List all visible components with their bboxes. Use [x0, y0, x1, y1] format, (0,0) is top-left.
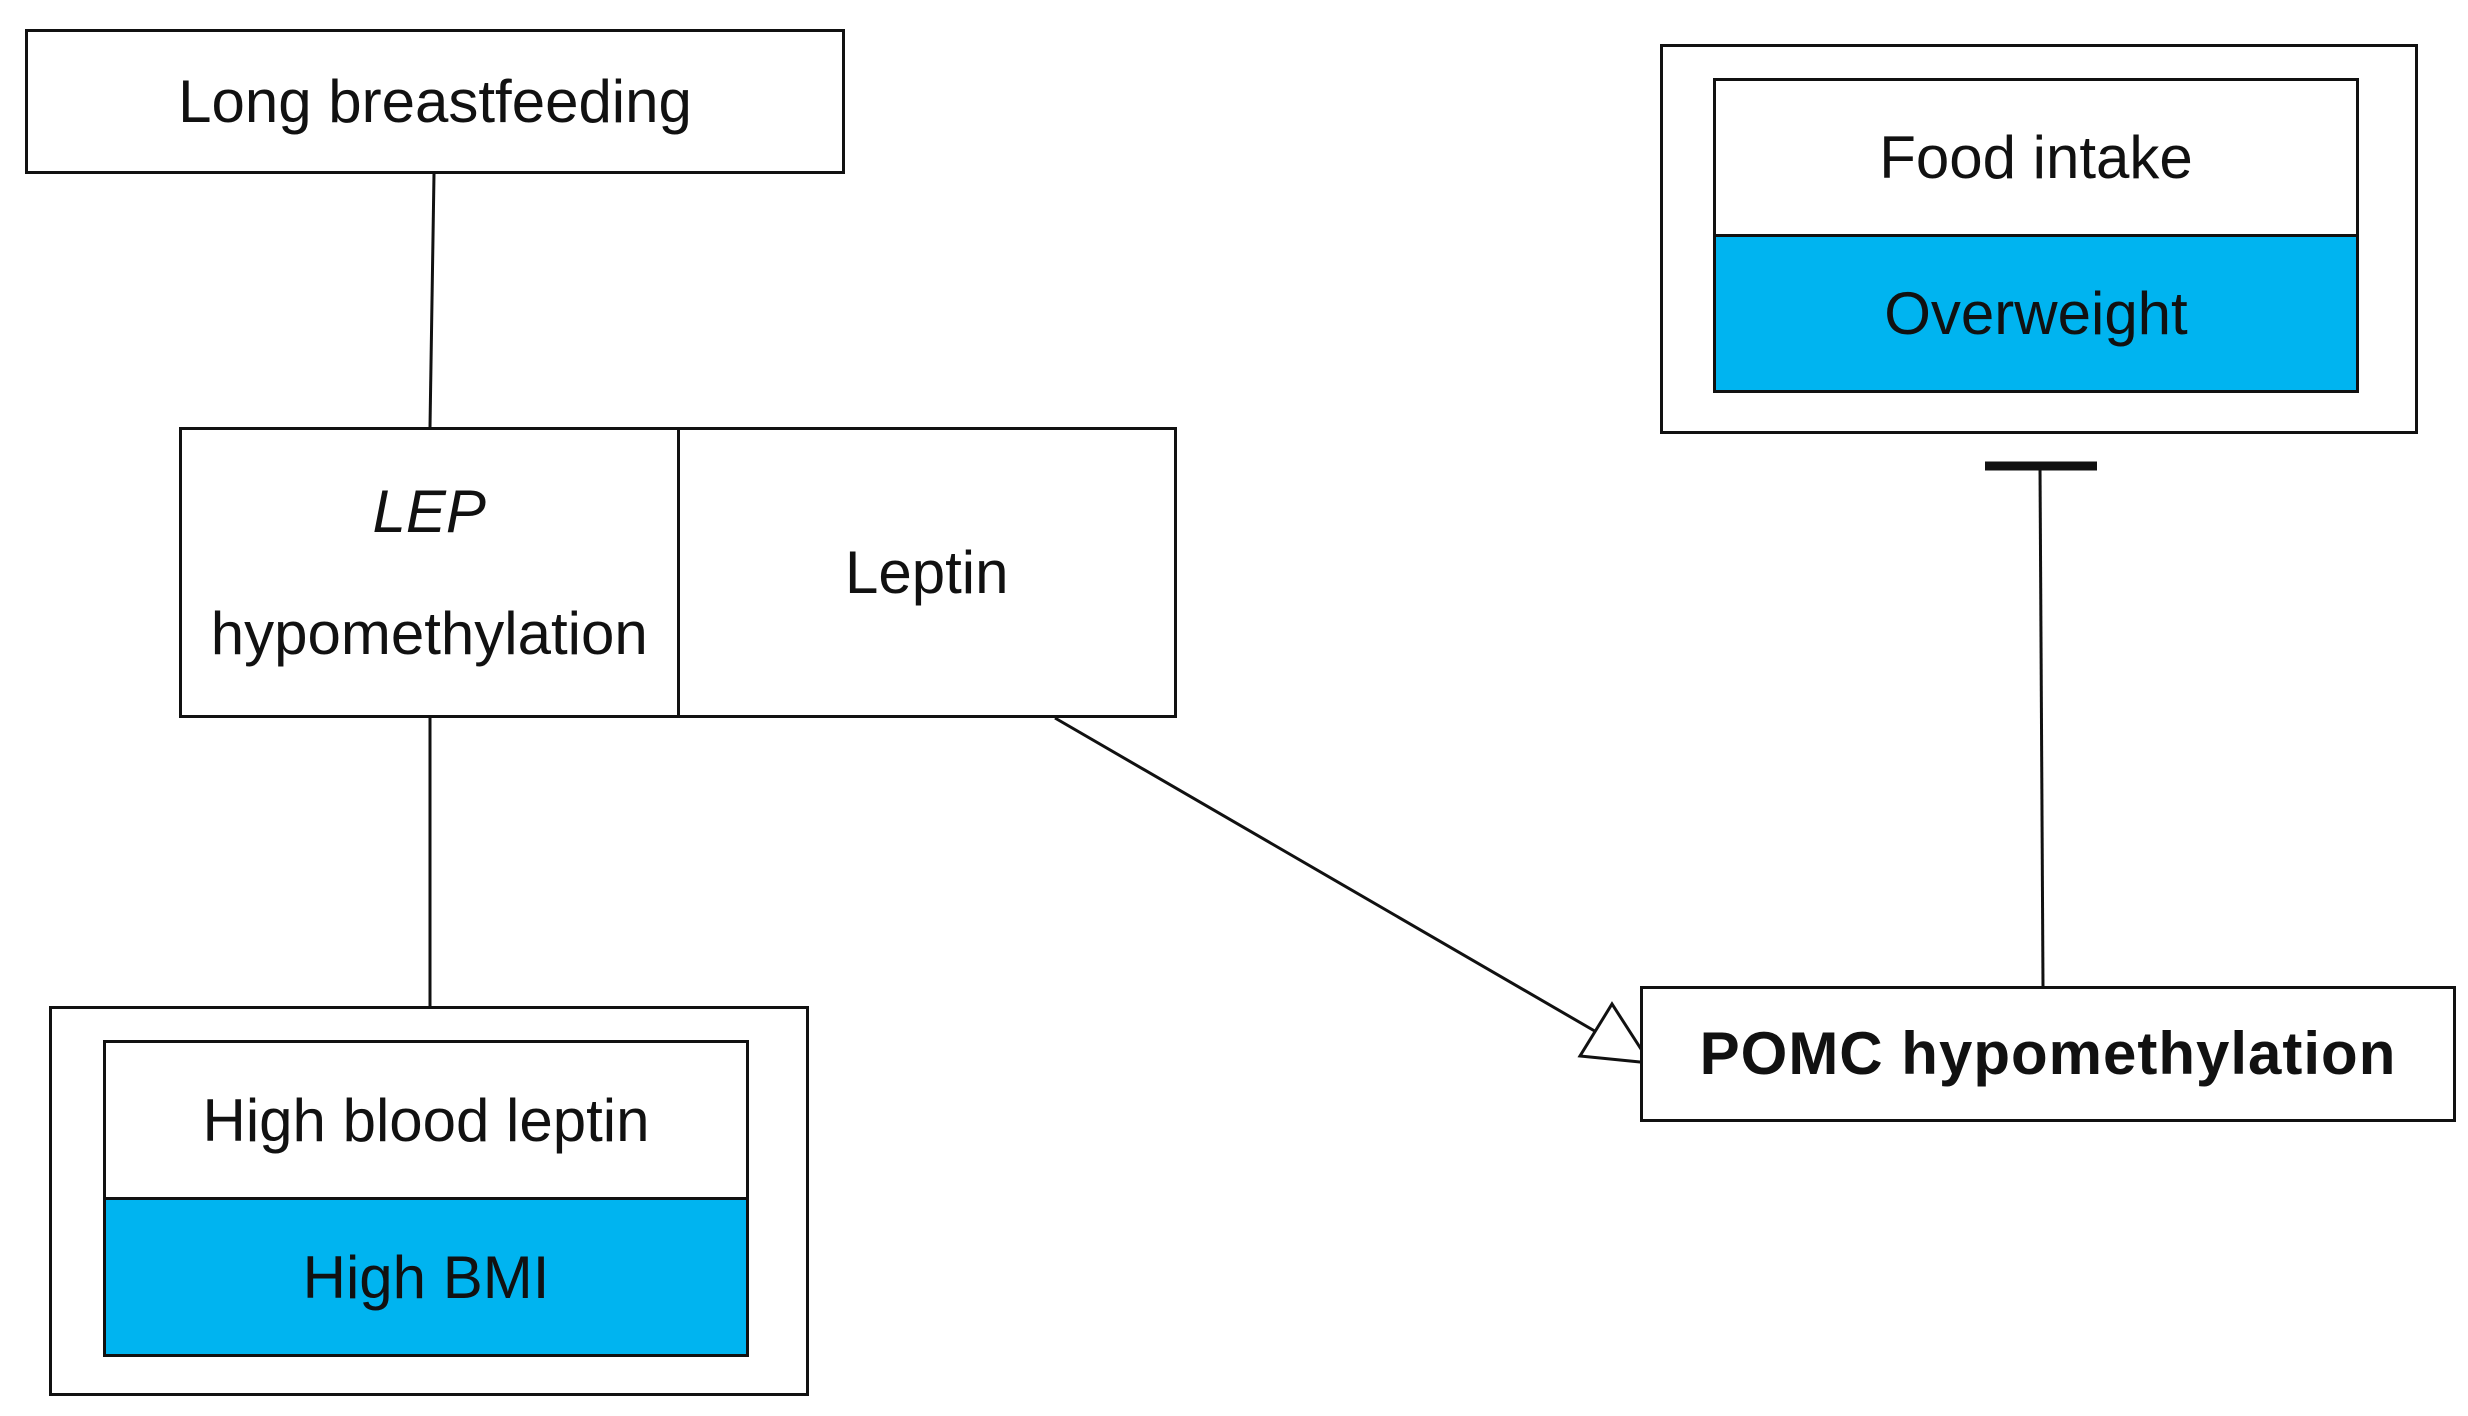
edge-pomc-to-food-intake	[2038, 465, 2045, 987]
node-food-overweight: Food intake Overweight	[1713, 78, 2359, 393]
node-overweight: Overweight	[1716, 237, 2356, 390]
overweight-label: Overweight	[1884, 280, 2188, 347]
node-blood-leptin-bmi: High blood leptin High BMI	[103, 1040, 749, 1357]
node-long-breastfeeding-label: Long breastfeeding	[178, 67, 692, 135]
node-high-blood-leptin: High blood leptin	[106, 1043, 746, 1200]
node-food-intake: Food intake	[1716, 81, 2356, 237]
high-blood-leptin-label: High blood leptin	[202, 1086, 650, 1154]
pomc-hypomethylation-label: POMC hypomethylation	[1699, 1020, 2397, 1087]
node-lep-leptin-group: LEP hypomethylation Leptin	[179, 427, 1177, 718]
high-bmi-label: High BMI	[302, 1243, 550, 1311]
lep-gene-label: LEP	[372, 477, 486, 545]
food-intake-label: Food intake	[1879, 124, 2193, 191]
node-high-bmi: High BMI	[106, 1200, 746, 1354]
lep-hypomethylation-label: hypomethylation	[210, 600, 648, 668]
node-long-breastfeeding: Long breastfeeding	[25, 29, 845, 174]
leptin-label: Leptin	[845, 539, 1009, 606]
edge-leptin-to-pomc	[1054, 716, 1606, 1039]
node-lep-hypomethylation: LEP hypomethylation	[182, 430, 680, 715]
edge-breastfeeding-to-lep	[428, 173, 436, 428]
node-pomc-hypomethylation: POMC hypomethylation	[1640, 986, 2456, 1122]
node-leptin: Leptin	[680, 430, 1175, 715]
